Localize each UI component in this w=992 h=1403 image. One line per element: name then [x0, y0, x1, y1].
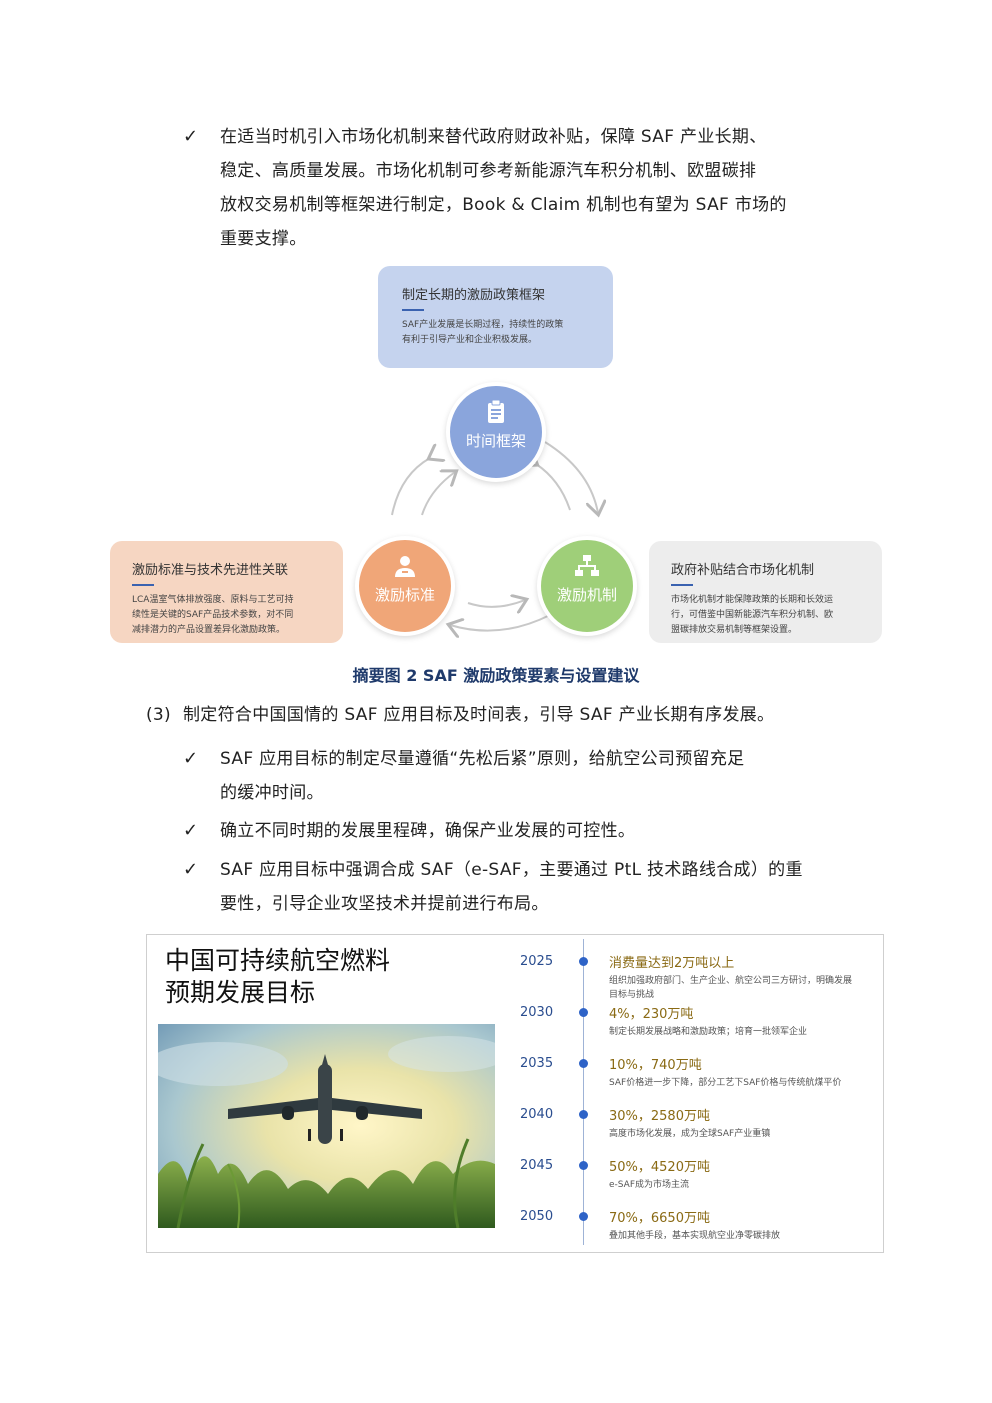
- timeline-dot: [579, 1059, 588, 1068]
- top-policy-box: 制定长期的激励政策框架 SAF产业发展是长期过程，持续性的政策 有利于引导产业和…: [378, 266, 613, 368]
- section-3-number: (3): [146, 705, 171, 725]
- clipboard-icon: [488, 399, 504, 423]
- left-policy-box: 激励标准与技术先进性关联 LCA温室气体排放强度、原料与工艺可持 续性是关键的S…: [110, 541, 343, 643]
- timeline-target: 30%，2580万吨: [609, 1109, 710, 1124]
- intro-bullet-text: 在适当时机引入市场化机制来替代政府财政补贴，保障 SAF 产业长期、 稳定、高质…: [220, 120, 820, 256]
- timeline-desc: SAF价格进一步下降，部分工艺下SAF价格与传统航煤平价: [609, 1076, 877, 1090]
- section-3-bullet-3: SAF 应用目标中强调合成 SAF（e-SAF，主要通过 PtL 技术路线合成）…: [220, 853, 820, 921]
- section-3-bullet-2: 确立不同时期的发展里程碑，确保产业发展的可控性。: [220, 814, 820, 848]
- timeline-desc-line: 叠加其他手段，基本实现航空业净零碳排放: [609, 1231, 781, 1241]
- figure-title-line: 中国可持续航空燃料: [165, 946, 391, 975]
- timeline-desc-line: SAF价格进一步下降，部分工艺下SAF价格与传统航煤平价: [609, 1078, 842, 1088]
- bullet-line: 的缓冲时间。: [220, 783, 324, 803]
- check-icon: ✓: [183, 126, 199, 147]
- timeline-dot: [579, 957, 588, 966]
- bullet-line: SAF 应用目标中强调合成 SAF（e-SAF，主要通过 PtL 技术路线合成）…: [220, 860, 803, 880]
- timeline-dot: [579, 1161, 588, 1170]
- timeline-year: 2030: [520, 1005, 554, 1020]
- check-icon: ✓: [183, 820, 199, 841]
- timeline-desc-line: 高度市场化发展，成为全球SAF产业重镇: [609, 1129, 771, 1139]
- left-box-desc-line: 续性是关键的SAF产品技术参数，对不同: [132, 610, 294, 620]
- right-box-desc-line: 行，可借鉴中国新能源汽车积分机制、欧: [671, 610, 834, 620]
- timeline-desc: 组织加强政府部门、生产企业、航空公司三方研讨，明确发展目标与挑战: [609, 974, 877, 1002]
- intro-line: 放权交易机制等框架进行制定，Book & Claim 机制也有望为 SAF 市场…: [220, 195, 787, 215]
- bullet-line: 要性，引导企业攻坚技术并提前进行布局。: [220, 894, 549, 914]
- timeline-dot: [579, 1110, 588, 1119]
- right-box-title: 政府补贴结合市场化机制: [671, 563, 815, 578]
- org-chart-icon: [575, 555, 599, 576]
- timeline-desc: e-SAF成为市场主流: [609, 1178, 877, 1192]
- saf-target-figure: 中国可持续航空燃料 预期发展目标: [146, 934, 884, 1253]
- timeline-year: 2035: [520, 1056, 554, 1071]
- intro-line: 重要支撑。: [220, 229, 307, 249]
- timeline-target: 70%，6650万吨: [609, 1211, 710, 1226]
- bullet-line: SAF 应用目标的制定尽量遵循“先松后紧”原则，给航空公司预留充足: [220, 749, 745, 769]
- timeline-desc-line: 制定长期发展战略和激励政策；培育一批领军企业: [609, 1027, 808, 1037]
- timeline-desc-line: e-SAF成为市场主流: [609, 1180, 689, 1190]
- timeline-target: 50%，4520万吨: [609, 1160, 710, 1175]
- circle-time-frame: 时间框架: [446, 382, 546, 482]
- timeline-desc: 高度市场化发展，成为全球SAF产业重镇: [609, 1127, 877, 1141]
- timeline-desc: 制定长期发展战略和激励政策；培育一批领军企业: [609, 1025, 877, 1039]
- intro-line: 在适当时机引入市场化机制来替代政府财政补贴，保障 SAF 产业长期、: [220, 127, 767, 147]
- left-box-desc-line: LCA温室气体排放强度、原料与工艺可持: [132, 595, 294, 605]
- top-box-desc-line: SAF产业发展是长期过程，持续性的政策: [402, 320, 564, 330]
- circle-label: 激励标准: [374, 586, 435, 604]
- check-icon: ✓: [183, 859, 199, 880]
- timeline-desc-line: 目标与挑战: [609, 990, 655, 1000]
- circle-incentive-standard: 激励标准: [355, 536, 455, 636]
- timeline-target: 10%，740万吨: [609, 1058, 702, 1073]
- user-icon: [395, 556, 415, 577]
- timeline-year: 2050: [520, 1209, 554, 1224]
- circle-incentive-mechanism: 激励机制: [537, 536, 637, 636]
- circle-label: 激励机制: [556, 586, 617, 604]
- box-divider: [132, 584, 154, 586]
- timeline-dot: [579, 1008, 588, 1017]
- right-policy-box: 政府补贴结合市场化机制 市场化机制才能保障政策的长期和长效运 行，可借鉴中国新能…: [649, 541, 882, 643]
- figure-title-line: 预期发展目标: [165, 978, 316, 1007]
- box-divider: [402, 309, 424, 311]
- check-icon: ✓: [183, 748, 199, 769]
- box-divider: [671, 584, 693, 586]
- timeline-desc: 叠加其他手段，基本实现航空业净零碳排放: [609, 1229, 877, 1243]
- figure-title: 中国可持续航空燃料 预期发展目标: [165, 945, 390, 1009]
- timeline-year: 2045: [520, 1158, 554, 1173]
- airplane-photo: [158, 1024, 495, 1228]
- top-box-title: 制定长期的激励政策框架: [402, 288, 546, 303]
- timeline-desc-line: 组织加强政府部门、生产企业、航空公司三方研讨，明确发展: [609, 976, 853, 986]
- intro-line: 稳定、高质量发展。市场化机制可参考新能源汽车积分机制、欧盟碳排: [220, 161, 757, 181]
- figure-caption: 摘要图 2 SAF 激励政策要素与设置建议: [352, 666, 640, 685]
- circle-label: 时间框架: [465, 432, 526, 450]
- cycle-arrows: [391, 441, 630, 650]
- airplane-icon: [228, 1054, 422, 1144]
- timeline-year: 2025: [520, 954, 554, 969]
- left-box-desc-line: 减排潜力的产品设置差异化激励政策。: [132, 625, 286, 635]
- right-box-desc-line: 市场化机制才能保障政策的长期和长效运: [671, 595, 834, 605]
- right-box-desc-line: 盟碳排放交易机制等框架设置。: [671, 625, 798, 635]
- section-3-bullet-1: SAF 应用目标的制定尽量遵循“先松后紧”原则，给航空公司预留充足 的缓冲时间。: [220, 742, 820, 810]
- bullet-line: 确立不同时期的发展里程碑，确保产业发展的可控性。: [220, 821, 636, 841]
- timeline-axis: [583, 939, 584, 1245]
- timeline-dot: [579, 1212, 588, 1221]
- timeline-target: 4%，230万吨: [609, 1007, 694, 1022]
- timeline-target: 消费量达到2万吨以上: [609, 956, 735, 971]
- top-box-desc-line: 有利于引导产业和企业积极发展。: [402, 335, 538, 345]
- section-3-heading: 制定符合中国国情的 SAF 应用目标及时间表，引导 SAF 产业长期有序发展。: [183, 705, 775, 725]
- timeline-year: 2040: [520, 1107, 554, 1122]
- left-box-title: 激励标准与技术先进性关联: [132, 563, 289, 578]
